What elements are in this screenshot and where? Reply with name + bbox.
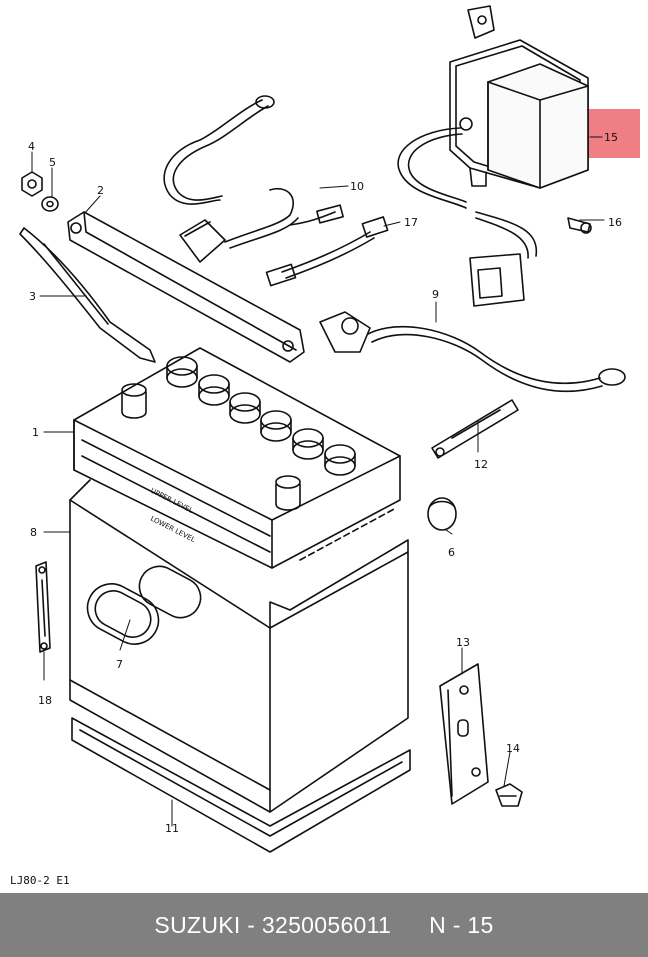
parts-diagram: UPPER LEVEL LOWER LEVEL — [19, 5, 640, 853]
footer-bar: SUZUKI - 3250056011 N - 15 — [0, 893, 648, 957]
tray-part-11 — [71, 717, 411, 853]
callout-8: 8 — [30, 526, 37, 539]
callout-4: 4 — [28, 140, 35, 153]
diagram-code: LJ80-2 E1 — [10, 874, 70, 887]
window-part-7 — [86, 565, 202, 645]
callout-7: 7 — [116, 658, 123, 671]
holddown-bar-part-2 — [67, 211, 305, 363]
callout-13: 13 — [456, 636, 470, 649]
callout-11: 11 — [165, 822, 179, 835]
battery-part-1[interactable] — [73, 347, 401, 569]
callout-2: 2 — [97, 184, 104, 197]
wire-part-17 — [265, 216, 389, 287]
leader-lines — [31, 151, 605, 827]
washer-part-5 — [41, 196, 59, 212]
strap-part-12 — [431, 399, 519, 459]
strap-part-18 — [35, 561, 51, 653]
bracket-part-13 — [439, 663, 489, 805]
brand-part-number: SUZUKI - 3250056011 — [154, 911, 392, 938]
regulator-harness — [397, 127, 538, 307]
callout-5: 5 — [49, 156, 56, 169]
callout-12: 12 — [474, 458, 488, 471]
battery-vent-caps — [166, 356, 356, 476]
rod-part-3 — [19, 227, 156, 363]
cable-part-9 — [319, 311, 626, 393]
callout-9: 9 — [432, 288, 439, 301]
highlight-part-15 — [588, 109, 640, 158]
cover-part-8 — [69, 479, 409, 813]
reference-number: N - 15 — [429, 911, 494, 938]
callout-1: 1 — [32, 426, 39, 439]
cable-part-10 — [163, 95, 344, 263]
callout-17: 17 — [404, 216, 418, 229]
callout-14: 14 — [506, 742, 520, 755]
callout-16: 16 — [608, 216, 622, 229]
callout-15: 15 — [604, 131, 618, 144]
regulator-part-15[interactable] — [449, 5, 589, 189]
screw-part-16 — [567, 217, 592, 234]
nut-part-4 — [21, 171, 43, 197]
callout-labels: 4 5 2 3 1 8 7 18 11 10 17 9 12 6 13 14 1… — [28, 131, 622, 835]
clip-part-14 — [495, 783, 523, 807]
callout-3: 3 — [29, 290, 36, 303]
callout-18: 18 — [38, 694, 52, 707]
callout-10: 10 — [350, 180, 364, 193]
callout-6: 6 — [448, 546, 455, 559]
cap-part-6 — [427, 497, 457, 531]
